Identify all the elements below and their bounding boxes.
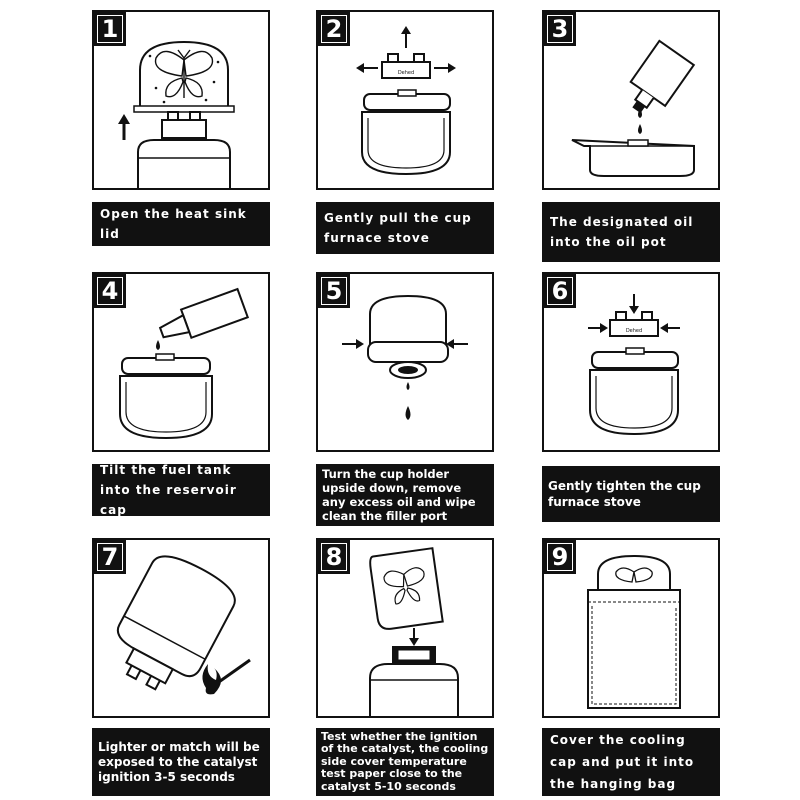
- step-9-caption: Cover the cooling cap and put it into th…: [542, 728, 720, 796]
- step-5: 5 Turn the cup holder upside down, remov…: [316, 272, 494, 526]
- upside-down-holder-illustration: [342, 294, 468, 420]
- tilt-fuel-tank-illustration: [119, 287, 250, 440]
- test-ignition-illustration: [369, 547, 459, 716]
- step-6-panel: 6 Dehed: [542, 272, 720, 452]
- hanging-bag-illustration: [587, 554, 681, 709]
- step-3-panel: 3: [542, 10, 720, 190]
- step-2-caption: Gently pull the cup furnace stove: [316, 202, 494, 254]
- step-1-number: 1: [94, 12, 126, 46]
- butterfly-icon: [383, 567, 425, 605]
- fill-oil-illustration: [571, 39, 696, 177]
- step-4: 4 Tilt the fuel tank into the reservoir …: [92, 272, 270, 517]
- step-7-panel: 7: [92, 538, 270, 718]
- flame-icon: [202, 664, 221, 695]
- pull-stove-illustration: Dehed: [356, 26, 456, 176]
- step-1-panel: 1: [92, 10, 270, 190]
- butterfly-icon: [154, 49, 214, 98]
- svg-text:Dehed: Dehed: [398, 70, 414, 76]
- step-8-number: 8: [318, 540, 350, 574]
- step-8: 8: [316, 538, 494, 796]
- step-4-panel: 4: [92, 272, 270, 452]
- step-2: 2 Dehed G: [316, 10, 494, 254]
- step-7-caption: Lighter or match will be exposed to the …: [92, 728, 270, 796]
- open-lid-illustration: [118, 40, 235, 188]
- step-8-caption: Test whether the ignition of the catalys…: [316, 728, 494, 796]
- step-2-number: 2: [318, 12, 350, 46]
- step-5-number: 5: [318, 274, 350, 308]
- step-5-caption: Turn the cup holder upside down, remove …: [316, 464, 494, 526]
- step-5-panel: 5: [316, 272, 494, 452]
- step-8-panel: 8: [316, 538, 494, 718]
- step-1: 1: [92, 10, 270, 246]
- step-7-number: 7: [94, 540, 126, 574]
- step-3: 3 The designated oil into the oil pot: [542, 10, 720, 262]
- svg-text:Dehed: Dehed: [626, 328, 642, 334]
- step-4-caption: Tilt the fuel tank into the reservoir ca…: [92, 463, 270, 517]
- step-1-caption: Open the heat sink lid: [92, 202, 270, 246]
- step-9-panel: 9: [542, 538, 720, 718]
- step-9: 9 Cover the cooling cap and put it into …: [542, 538, 720, 796]
- step-7: 7 Lighter or match will be exposed to th…: [92, 538, 270, 796]
- butterfly-icon: [615, 567, 653, 583]
- step-3-caption: The designated oil into the oil pot: [542, 202, 720, 262]
- ignite-catalyst-illustration: [116, 555, 251, 695]
- step-4-number: 4: [94, 274, 126, 308]
- step-2-panel: 2 Dehed: [316, 10, 494, 190]
- step-9-number: 9: [544, 540, 576, 574]
- step-6-caption: Gently tighten the cup furnace stove: [542, 466, 720, 522]
- step-3-number: 3: [544, 12, 576, 46]
- step-6-number: 6: [544, 274, 576, 308]
- tighten-stove-illustration: Dehed: [588, 294, 680, 436]
- step-6: 6 Dehed G: [542, 272, 720, 522]
